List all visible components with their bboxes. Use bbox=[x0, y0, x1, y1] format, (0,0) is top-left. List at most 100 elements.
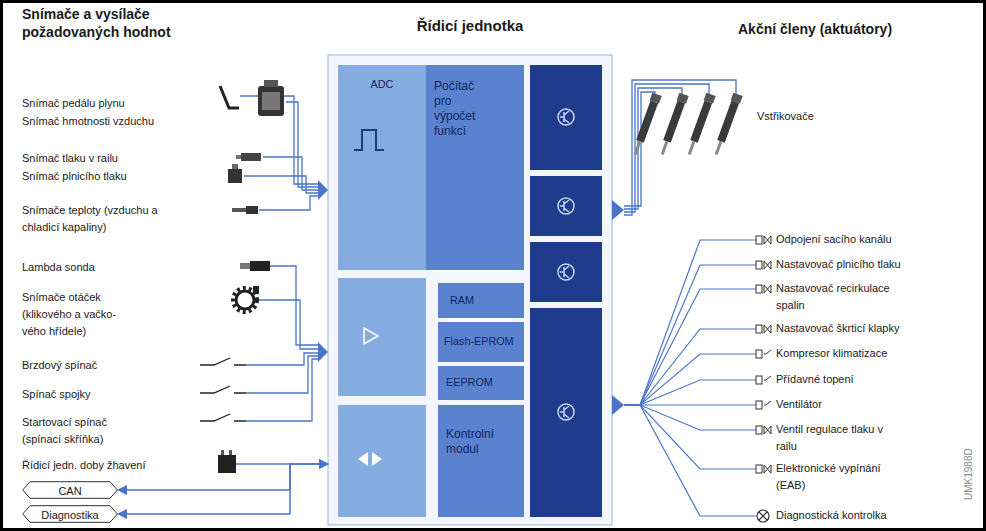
sensor-wire bbox=[259, 196, 318, 210]
block-label: Počítač pro výpočet funkcí bbox=[434, 79, 494, 139]
sensor-wire bbox=[244, 176, 318, 193]
air-mass-meter-icon bbox=[262, 92, 280, 110]
lambda-probe-icon bbox=[250, 261, 270, 271]
bus-connector bbox=[118, 464, 328, 490]
sensor-label: Snímače otáček (klikového a vačko- vého … bbox=[22, 289, 134, 340]
relay-symbol bbox=[764, 376, 771, 380]
unit-block bbox=[338, 405, 426, 517]
sensor-wire bbox=[246, 353, 318, 365]
bidirectional-symbol bbox=[372, 452, 382, 466]
speed-sensor-icon bbox=[236, 291, 254, 309]
unit-block bbox=[426, 65, 524, 270]
relay-symbol bbox=[756, 376, 762, 384]
sensor-label: Snímače teploty (vzduchu a chladicí kapa… bbox=[22, 202, 187, 236]
pressure-sensor-icon bbox=[228, 169, 242, 183]
injector-icon bbox=[630, 93, 742, 157]
control-module-block: Kontrolní modul bbox=[438, 405, 524, 517]
sensor-wire bbox=[263, 157, 318, 190]
glow-control-icon bbox=[218, 455, 236, 473]
injector-icon bbox=[711, 93, 742, 157]
injector-wire bbox=[624, 84, 709, 212]
injector-icon bbox=[657, 93, 688, 157]
unit-block bbox=[438, 322, 524, 362]
bus-tag: Diagnostika bbox=[22, 505, 118, 523]
block-label: ADC bbox=[338, 77, 426, 92]
relay-symbol bbox=[764, 350, 771, 354]
actuator-label: Nastavovač škrticí klapky bbox=[776, 320, 899, 337]
warning-lamp-symbol bbox=[757, 510, 769, 522]
lambda-probe-icon bbox=[240, 263, 250, 269]
sensor-label: Snímač tlaku v railu bbox=[22, 150, 118, 167]
pressure-sensor-icon bbox=[236, 155, 241, 159]
actuator-wire bbox=[624, 404, 756, 405]
unit-block bbox=[338, 65, 426, 270]
switch-symbol bbox=[200, 358, 246, 421]
sensor-wire bbox=[270, 266, 318, 345]
actuator-label: Vstřikovače bbox=[757, 108, 814, 125]
speed-sensor-icon bbox=[253, 286, 259, 294]
signal-arrow bbox=[318, 342, 328, 362]
actuator-wire bbox=[624, 405, 756, 469]
glow-control-icon bbox=[229, 450, 232, 455]
bus-tag: CAN bbox=[22, 481, 118, 499]
actuator-label: Ventil regulace tlaku v railu bbox=[776, 421, 886, 455]
valve-symbol bbox=[764, 236, 771, 244]
section-heading: Akční členy (aktuátory) bbox=[738, 20, 892, 38]
pulse-symbol bbox=[354, 130, 384, 150]
actuator-label: Odpojení sacího kanálu bbox=[776, 231, 892, 248]
flash-memory-block: Flash-EPROM bbox=[438, 322, 524, 362]
eeprom-block: EEPROM bbox=[438, 366, 524, 400]
sensor-wire bbox=[246, 356, 318, 393]
actuator-label: Nastavovač plnicího tlaku bbox=[776, 256, 901, 273]
glow-control-icon bbox=[221, 450, 224, 455]
actuator-wire bbox=[624, 289, 756, 405]
buffer-symbol bbox=[364, 328, 378, 344]
buffer-symbol bbox=[364, 328, 378, 344]
accelerator-pedal-icon bbox=[220, 86, 239, 108]
bus-connector bbox=[118, 464, 328, 514]
driver-block bbox=[530, 65, 602, 170]
valve-symbol bbox=[756, 285, 762, 293]
actuator-label: Kompresor klimatizace bbox=[776, 345, 887, 362]
sensor-label: Snímač hmotnosti vzduchu bbox=[22, 113, 154, 130]
temperature-sensor-icon bbox=[232, 206, 258, 214]
ram-block: RAM bbox=[438, 283, 524, 318]
sensor-wire bbox=[236, 463, 290, 464]
block-label: Kontrolní modul bbox=[446, 427, 518, 457]
injector-icon bbox=[717, 101, 739, 143]
injector-icon bbox=[690, 101, 712, 143]
bus-label: Diagnostika bbox=[27, 506, 112, 524]
unit-block bbox=[438, 283, 524, 318]
signal-arrow bbox=[612, 395, 624, 415]
transistor-symbol bbox=[558, 264, 574, 280]
bidirectional-symbol bbox=[358, 452, 368, 466]
signal-arrow bbox=[612, 200, 624, 220]
actuator-label: Diagnostická kontrolka bbox=[776, 507, 887, 524]
glow-control-icon bbox=[218, 450, 236, 473]
block-label: EEPROM bbox=[446, 375, 524, 390]
transistor-symbol bbox=[558, 109, 574, 125]
valve-symbol bbox=[756, 236, 762, 244]
section-heading: Snímače a vysílače požadovaných hodnot bbox=[22, 5, 197, 41]
relay-symbol bbox=[756, 350, 762, 358]
valve-symbol bbox=[756, 325, 762, 333]
injector-icon bbox=[688, 141, 696, 155]
warning-lamp-symbol bbox=[757, 510, 769, 522]
relay-symbol bbox=[756, 401, 762, 409]
unit-block bbox=[438, 405, 524, 517]
unit-heading: Řídicí jednotka bbox=[328, 17, 612, 35]
bidirectional-symbol bbox=[358, 452, 382, 466]
air-mass-meter-icon bbox=[264, 80, 278, 87]
actuator-label: Nastavovač recirkulace spalin bbox=[776, 280, 906, 314]
actuator-label: Ventilátor bbox=[776, 396, 822, 413]
transistor-symbol bbox=[558, 198, 574, 214]
actuator-wire bbox=[624, 240, 756, 516]
valve-symbol bbox=[756, 261, 762, 269]
injector-wire bbox=[624, 80, 736, 215]
driver-block bbox=[530, 308, 602, 517]
control-unit: Řídicí jednotkaADCPočítač pro výpočet fu… bbox=[328, 55, 612, 525]
sensor-label: Snímač pedálu plynu bbox=[22, 95, 125, 112]
lambda-probe-icon bbox=[240, 261, 270, 271]
actuator-wire bbox=[624, 405, 756, 516]
